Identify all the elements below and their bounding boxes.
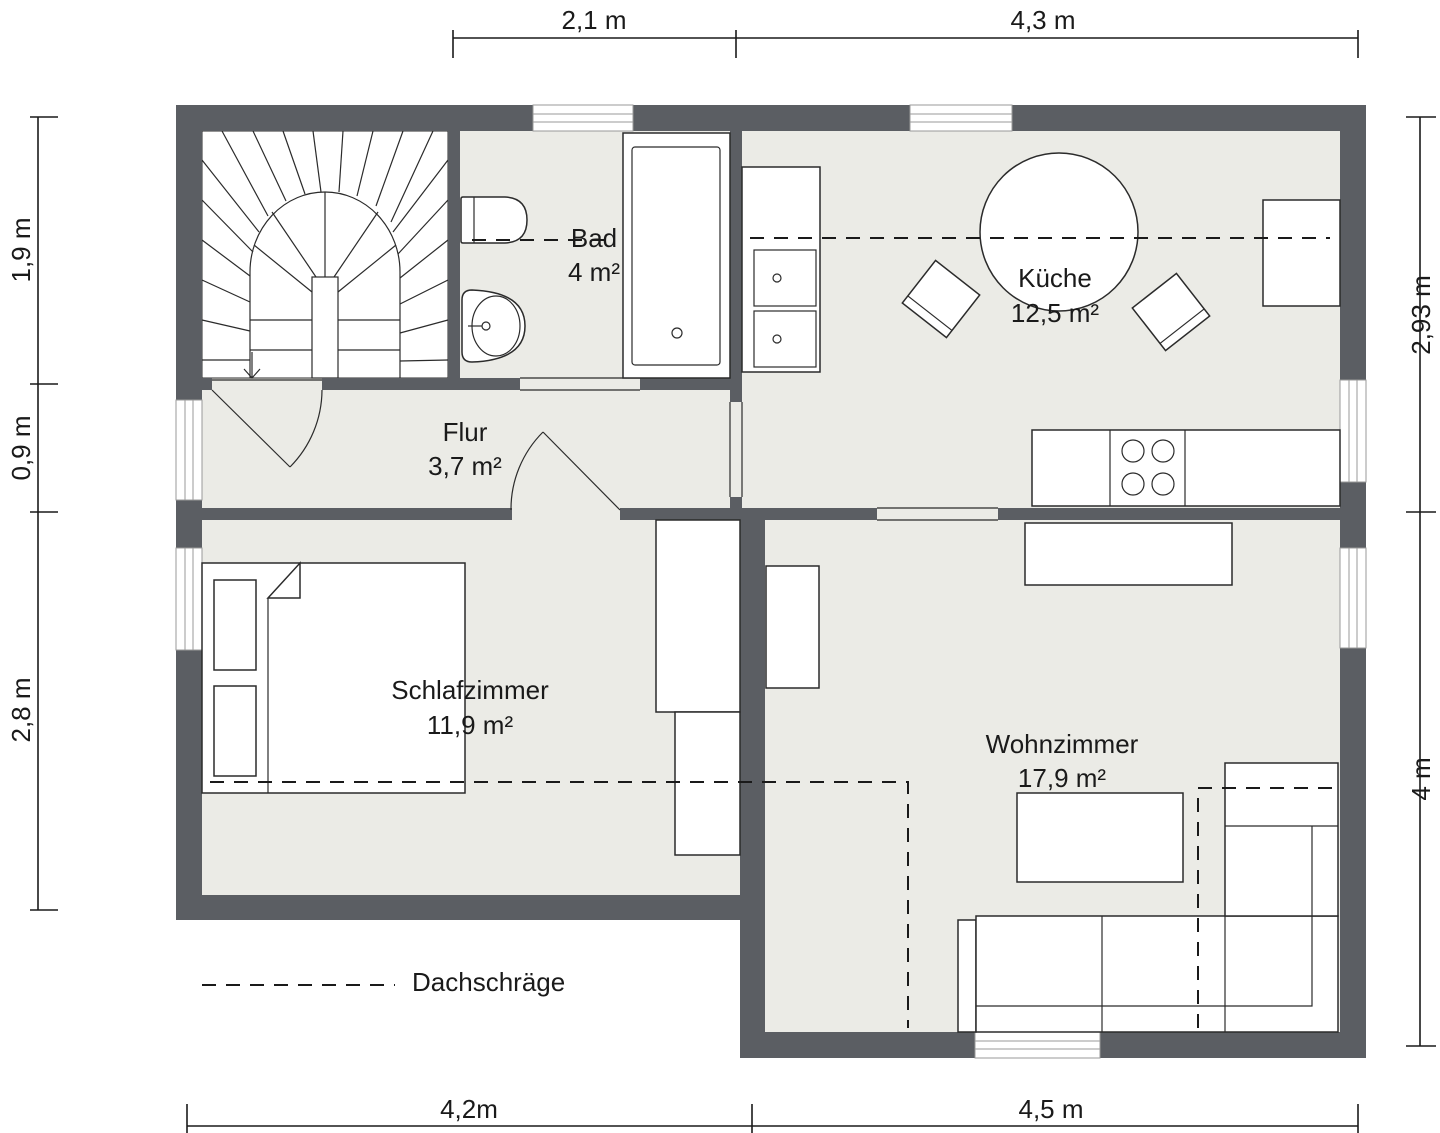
dimension-label: 0,9 m bbox=[6, 415, 36, 480]
stair-tread bbox=[333, 211, 379, 278]
room-label-bad: Bad 4 m² bbox=[568, 223, 620, 287]
dimension-label: 4,5 m bbox=[1018, 1094, 1083, 1124]
bathtub-icon bbox=[622, 132, 731, 379]
fridge-cabinet bbox=[1262, 199, 1341, 307]
window-icon bbox=[1339, 379, 1367, 483]
legend: Dachschräge bbox=[202, 967, 565, 997]
room-label-kueche: Küche 12,5 m² bbox=[1011, 263, 1099, 328]
wall-bath-kitchen bbox=[730, 131, 742, 402]
dining-table-icon bbox=[979, 152, 1139, 312]
dimension-label: 2,93 m bbox=[1406, 275, 1436, 355]
sloped-ceiling-line bbox=[1197, 787, 1338, 1028]
room-name: Wohnzimmer bbox=[986, 729, 1139, 759]
room-label-wohnzimmer: Wohnzimmer 17,9 m² bbox=[986, 729, 1139, 793]
wall-top bbox=[176, 105, 1366, 131]
wardrobe-icon bbox=[655, 519, 741, 856]
stair-newel bbox=[311, 276, 339, 379]
stove-icon bbox=[1031, 429, 1341, 507]
wall-kitchen-living bbox=[998, 508, 1340, 520]
bed-icon bbox=[201, 561, 466, 794]
windows bbox=[175, 104, 1367, 1059]
door-icon bbox=[510, 431, 621, 511]
sink-icon bbox=[461, 289, 526, 363]
kitchen-counter-sink-icon bbox=[741, 166, 821, 373]
room-label-flur: Flur 3,7 m² bbox=[428, 417, 502, 481]
wall-hall-top bbox=[640, 378, 742, 390]
room-name: Bad bbox=[571, 223, 617, 253]
sloped-ceiling-lines bbox=[210, 237, 1338, 1028]
wall-hall-top bbox=[322, 378, 520, 390]
dimension-top: 2,1 m 4,3 m bbox=[452, 5, 1359, 58]
stair-tread bbox=[221, 130, 269, 217]
chair-icon bbox=[1131, 272, 1211, 352]
dimension-right: 2,93 m 4 m bbox=[1406, 116, 1436, 1047]
dimension-bottom: 4,2m 4,5 m bbox=[186, 1094, 1359, 1133]
wall-hall-bedroom bbox=[620, 508, 765, 520]
stair-tread bbox=[397, 199, 449, 255]
door-icon bbox=[211, 389, 323, 468]
room-area: 3,7 m² bbox=[428, 451, 502, 481]
dimension-label: 4,2m bbox=[440, 1094, 498, 1124]
window-icon bbox=[175, 547, 203, 651]
stair-direction-arrow-icon bbox=[243, 352, 261, 379]
stairs-icon bbox=[201, 130, 449, 379]
room-label-schlafzimmer: Schlafzimmer 11,9 m² bbox=[391, 675, 549, 740]
coffee-table bbox=[1016, 792, 1184, 883]
stair-tread bbox=[375, 130, 404, 207]
stair-tread bbox=[252, 130, 287, 202]
stair-tread bbox=[399, 239, 449, 279]
stair-tread bbox=[282, 130, 306, 195]
window-icon bbox=[532, 104, 634, 132]
stair-tread bbox=[399, 279, 449, 305]
sofa-icon bbox=[957, 762, 1339, 1033]
stair-tread bbox=[399, 359, 449, 362]
room-area: 11,9 m² bbox=[427, 710, 514, 740]
stair-tread bbox=[337, 244, 397, 293]
window-icon bbox=[1339, 547, 1367, 649]
wall-hall-top bbox=[202, 378, 212, 390]
stair-tread bbox=[392, 159, 449, 233]
sloped-ceiling-line bbox=[210, 781, 909, 1028]
stair-tread bbox=[253, 244, 313, 293]
wall-stairs-bath bbox=[448, 131, 460, 390]
stair-tread bbox=[338, 130, 344, 193]
room-area: 12,5 m² bbox=[1011, 298, 1099, 328]
wall-bottom-left bbox=[176, 895, 765, 920]
dimension-label: 2,8 m bbox=[6, 677, 36, 742]
tv-cabinet bbox=[765, 565, 820, 689]
stair-tread bbox=[201, 239, 251, 277]
stair-tread bbox=[356, 130, 374, 197]
dimension-label: 2,1 m bbox=[561, 5, 626, 35]
dimension-left: 1,9 m 0,9 m 2,8 m bbox=[6, 116, 58, 911]
window-icon bbox=[175, 399, 203, 501]
stair-tread bbox=[201, 199, 254, 253]
room-name: Schlafzimmer bbox=[391, 675, 549, 705]
stair-tread bbox=[201, 159, 260, 233]
sideboard bbox=[1024, 522, 1233, 586]
wall-kitchen-living bbox=[765, 508, 877, 520]
dimension-label: 1,9 m bbox=[6, 217, 36, 282]
stair-tread bbox=[201, 279, 251, 303]
stair-tread bbox=[312, 130, 322, 193]
stair-tread bbox=[390, 130, 434, 223]
wall-hall-bedroom bbox=[176, 508, 512, 520]
dimension-label: 4,3 m bbox=[1010, 5, 1075, 35]
window-icon bbox=[974, 1031, 1101, 1059]
legend-label: Dachschräge bbox=[412, 967, 565, 997]
window-icon bbox=[909, 104, 1013, 132]
stair-tread bbox=[271, 211, 317, 278]
room-area: 4 m² bbox=[568, 257, 620, 287]
dimension-label: 4 m bbox=[1406, 757, 1436, 800]
stair-tread bbox=[399, 319, 449, 334]
toilet-icon bbox=[460, 196, 528, 244]
room-name: Küche bbox=[1018, 263, 1092, 293]
room-area: 17,9 m² bbox=[1018, 763, 1106, 793]
chair-icon bbox=[901, 259, 981, 339]
room-name: Flur bbox=[443, 417, 488, 447]
stair-tread bbox=[201, 319, 251, 332]
